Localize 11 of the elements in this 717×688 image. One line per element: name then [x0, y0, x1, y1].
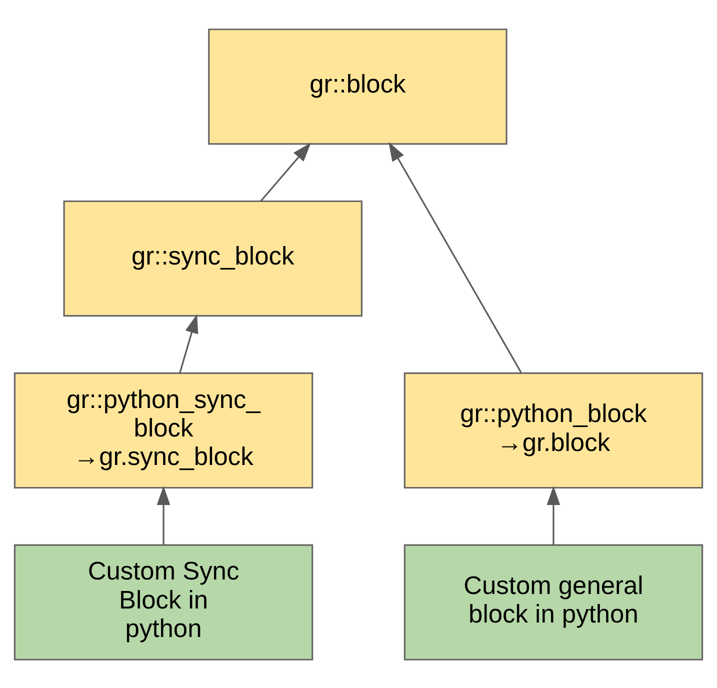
node-box: gr::python_block →gr.block [404, 372, 704, 488]
node-box: gr::sync_block [63, 200, 362, 316]
arrow [388, 141, 522, 372]
node-box: gr::block [208, 28, 508, 144]
arrow [179, 314, 198, 373]
node-box: gr::python_sync_ block →gr.sync_block [14, 372, 314, 488]
node-box: Custom Sync Block in python [14, 544, 314, 660]
arrow [156, 485, 170, 545]
arrow [260, 142, 311, 202]
node-box: Custom general block in python [404, 544, 704, 660]
arrow [546, 485, 560, 545]
